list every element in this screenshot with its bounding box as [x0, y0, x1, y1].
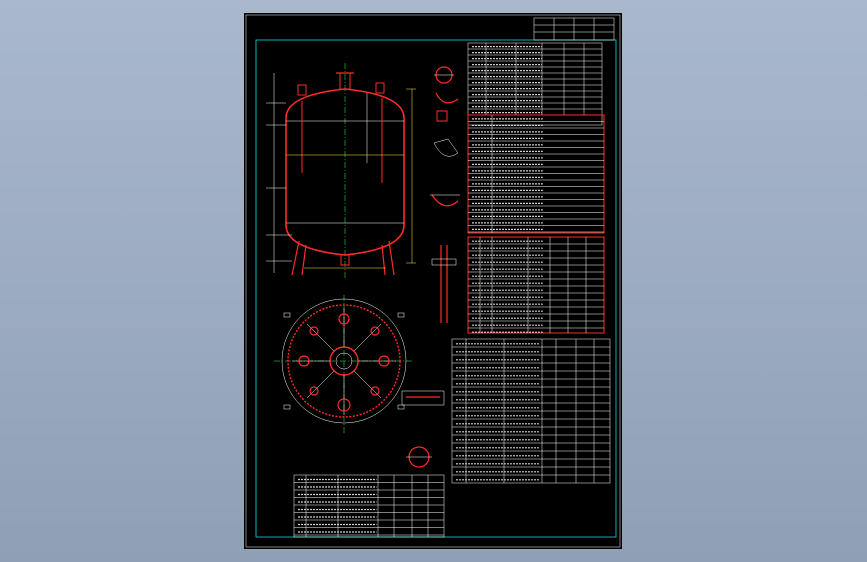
detail-b	[435, 92, 459, 104]
item-callouts	[266, 102, 292, 262]
technical-requirements	[467, 114, 605, 234]
shell-circle	[287, 304, 401, 418]
parts-list-right	[451, 338, 611, 484]
drawing-sheet	[244, 13, 622, 549]
detail-views	[401, 66, 460, 468]
nozzle-table	[467, 236, 605, 334]
detail-d	[433, 138, 459, 157]
top-nozzle	[297, 84, 307, 96]
radial-spokes	[292, 308, 396, 415]
title-block	[467, 42, 603, 126]
plan-view	[274, 295, 414, 433]
vessel-shell	[285, 88, 405, 256]
center-nozzle	[335, 352, 353, 370]
bottom-outlet	[340, 254, 350, 266]
detail-c	[436, 110, 448, 122]
detail-e	[431, 194, 459, 207]
detail-flange	[431, 258, 457, 266]
parts-list-bottom	[293, 474, 445, 538]
support-leg	[291, 240, 307, 276]
section-detail	[401, 390, 445, 406]
top-nozzle	[375, 82, 385, 94]
cad-drawing	[245, 14, 621, 548]
plan-lugs	[283, 312, 405, 410]
elevation-view	[266, 63, 416, 278]
outer-flange-circle	[281, 298, 407, 424]
revision-corner	[533, 17, 615, 41]
support-leg	[381, 240, 395, 276]
plan-nozzles	[298, 313, 390, 412]
sheet-border	[245, 14, 621, 548]
